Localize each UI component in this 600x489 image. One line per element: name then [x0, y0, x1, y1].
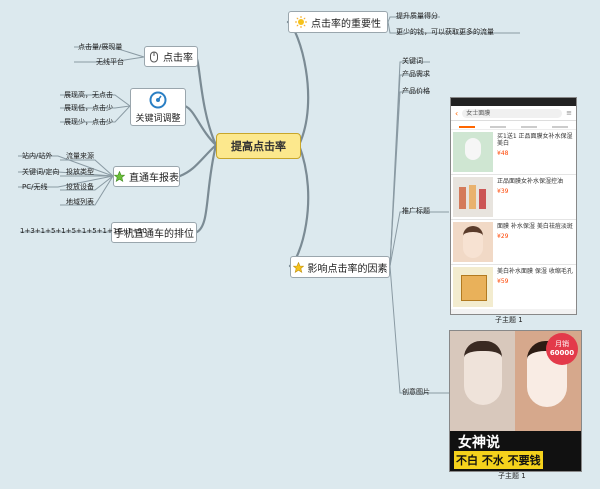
item-3-price: ¥29 — [497, 233, 509, 240]
branch-report-label: 直通车报表 — [129, 173, 179, 184]
branch-rank-label: 手机直通车的排位 — [114, 229, 194, 240]
item-1-price: ¥48 — [497, 150, 509, 157]
gauge-icon — [149, 91, 167, 109]
phone-status-bar — [451, 98, 576, 106]
leaf-factor-keyword[interactable]: 关键词 — [402, 57, 423, 65]
item-2-title: 正品面膜女补水保湿控油 — [497, 178, 564, 185]
leaf-report-left-2[interactable]: 关键词/定向 — [22, 168, 60, 176]
product-thumb-face — [453, 222, 493, 262]
leaf-factor-title[interactable]: 推广标题 — [402, 207, 430, 215]
item-4-title: 美白补水面膜 保湿 收缩毛孔 — [497, 268, 573, 275]
product-thumb-bottles — [453, 177, 493, 217]
ad-text-band: 女神说 不白 不水 不要钱 — [450, 431, 581, 471]
central-topic[interactable]: 提高点击率 — [216, 133, 301, 159]
leaf-report-right-3[interactable]: 投放设备 — [66, 183, 94, 191]
leaf-importance-1[interactable]: 提升质量得分 — [396, 12, 438, 20]
badge-num: 60000 — [549, 349, 575, 357]
item-4-price: ¥59 — [497, 278, 509, 285]
leaf-keyword-2[interactable]: 展现低，点击少 — [64, 104, 113, 112]
menu-icon[interactable]: ≡ — [566, 109, 572, 117]
ad-headline: 女神说 — [458, 435, 500, 451]
branch-factors[interactable]: 影响点击率的因素 — [290, 256, 390, 278]
star-icon — [292, 261, 304, 273]
sales-badge: 月销 60000 — [546, 333, 578, 365]
item-2-price: ¥39 — [497, 188, 509, 195]
subtopic-label-2[interactable]: 子主题 1 — [498, 472, 526, 480]
leaf-report-right-2[interactable]: 投放类型 — [66, 168, 94, 176]
star-icon — [114, 171, 125, 182]
ad-slogan: 不白 不水 不要钱 — [454, 451, 543, 469]
branch-ctr-label: 点击率 — [163, 53, 193, 64]
phone-item-2[interactable]: 正品面膜女补水保湿控油 ¥39 — [451, 175, 576, 220]
phone-search-bar[interactable]: ‹ 女士面膜 ≡ — [451, 106, 576, 121]
back-arrow-icon[interactable]: ‹ — [455, 108, 459, 118]
branch-factors-label: 影响点击率的因素 — [307, 263, 388, 275]
leaf-factor-price[interactable]: 产品价格 — [402, 87, 430, 95]
leaf-report-left-1[interactable]: 站内/站外 — [22, 152, 53, 160]
branch-importance-label: 点击率的重要性 — [311, 18, 381, 30]
leaf-rank-formula[interactable]: 1+3+1+5+1+5+1+5+1+10+1+10 — [20, 227, 147, 235]
phone-screenshot: ‹ 女士面膜 ≡ 买1送1 正品面膜女补水保湿美白 ¥48 — [450, 97, 577, 315]
subtopic-label-1[interactable]: 子主题 1 — [495, 316, 523, 324]
leaf-factor-demand[interactable]: 产品需求 — [402, 70, 430, 78]
sun-icon — [295, 16, 307, 28]
phone-item-1[interactable]: 买1送1 正品面膜女补水保湿美白 ¥48 — [451, 130, 576, 175]
branch-report[interactable]: 直通车报表 — [113, 166, 180, 187]
item-1-title: 买1送1 正品面膜女补水保湿美白 — [497, 133, 573, 147]
leaf-report-right-4[interactable]: 地域列表 — [66, 198, 94, 206]
face-before — [450, 331, 515, 431]
product-thumb-mask — [453, 132, 493, 172]
branch-keyword-adjust[interactable]: 关键词调整 — [130, 88, 186, 126]
face-after — [515, 331, 581, 431]
branch-rank[interactable]: 手机直通车的排位 — [111, 222, 197, 243]
phone-search-input[interactable]: 女士面膜 — [462, 108, 563, 118]
badge-top: 月销 — [555, 340, 569, 348]
product-thumb-box — [453, 267, 493, 307]
phone-filter-tabs — [451, 121, 576, 130]
leaf-importance-2[interactable]: 更少的钱，可以获取更多的流量 — [396, 28, 494, 36]
leaf-keyword-1[interactable]: 展现高，无点击 — [64, 91, 113, 99]
branch-ctr[interactable]: 点击率 — [144, 46, 198, 67]
leaf-keyword-3[interactable]: 展现少，点击少 — [64, 118, 113, 126]
creative-image: 月销 60000 女神说 不白 不水 不要钱 — [449, 330, 582, 472]
phone-item-4[interactable]: 美白补水面膜 保湿 收缩毛孔 ¥59 — [451, 265, 576, 309]
leaf-report-left-3[interactable]: PC/无线 — [22, 183, 48, 191]
mouse-icon — [149, 51, 159, 63]
leaf-ctr-1[interactable]: 点击量/展现量 — [78, 43, 123, 51]
item-3-title: 面膜 补水保湿 美白祛痘淡斑 — [497, 223, 573, 230]
branch-keyword-label: 关键词调整 — [135, 113, 181, 124]
phone-item-3[interactable]: 面膜 补水保湿 美白祛痘淡斑 ¥29 — [451, 220, 576, 265]
leaf-report-right-1[interactable]: 流量来源 — [66, 152, 94, 160]
branch-importance[interactable]: 点击率的重要性 — [288, 11, 388, 33]
leaf-factor-image[interactable]: 创意图片 — [402, 388, 430, 396]
leaf-ctr-2[interactable]: 无线平台 — [96, 58, 124, 66]
